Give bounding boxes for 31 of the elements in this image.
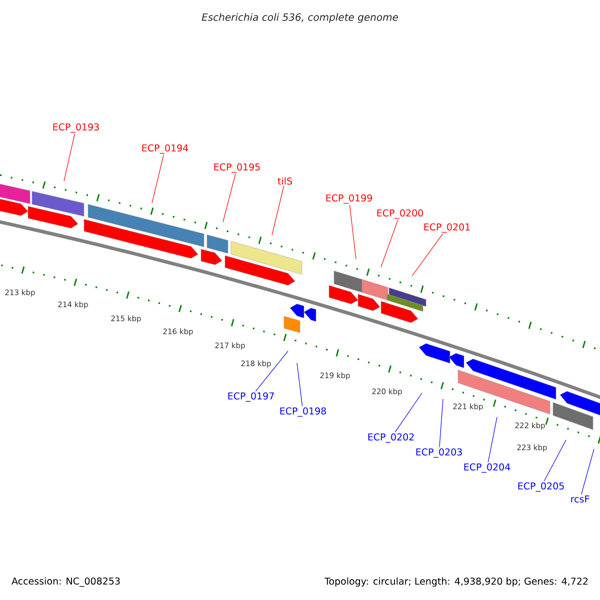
gene-label: rcsF — [571, 495, 590, 503]
gene-label: ECP_0194 — [142, 144, 188, 154]
genome-info-text: Topology: circular; Length: 4,938,920 bp; Genes: 4,722 — [324, 577, 588, 587]
leader-line — [272, 186, 284, 236]
leader-line — [544, 440, 566, 482]
gene-label: ECP_0198 — [280, 407, 326, 417]
accession-text: Accession: NC_008253 — [12, 577, 120, 587]
gene-label: ECP_0201 — [424, 223, 470, 233]
leader-line — [412, 234, 444, 276]
leader-line — [394, 392, 422, 432]
leader-line — [296, 362, 303, 406]
leader-line — [64, 134, 75, 182]
gene-label: ECP_0200 — [377, 209, 423, 219]
gene-label: ECP_0204 — [464, 463, 510, 473]
leader-line — [152, 154, 164, 204]
title: Escherichia coli 536, complete genome — [202, 13, 398, 23]
gene-label: ECP_0195 — [214, 163, 260, 173]
leader-line — [222, 174, 236, 222]
leader-line — [581, 448, 594, 495]
gene-label: tilS — [278, 177, 292, 185]
gene-label: ECP_0197 — [228, 392, 274, 402]
gene-label: ECP_0205 — [518, 482, 564, 492]
leader-line — [380, 220, 398, 268]
gene-label: ECP_0199 — [326, 194, 372, 204]
gene-label: ECP_0202 — [368, 433, 414, 443]
gene-label: ECP_0193 — [53, 123, 99, 133]
leader-line — [349, 204, 356, 260]
leader-line — [255, 350, 288, 392]
leader-line — [488, 416, 498, 462]
leader-line — [439, 398, 444, 448]
gene-label: ECP_0203 — [416, 448, 462, 458]
